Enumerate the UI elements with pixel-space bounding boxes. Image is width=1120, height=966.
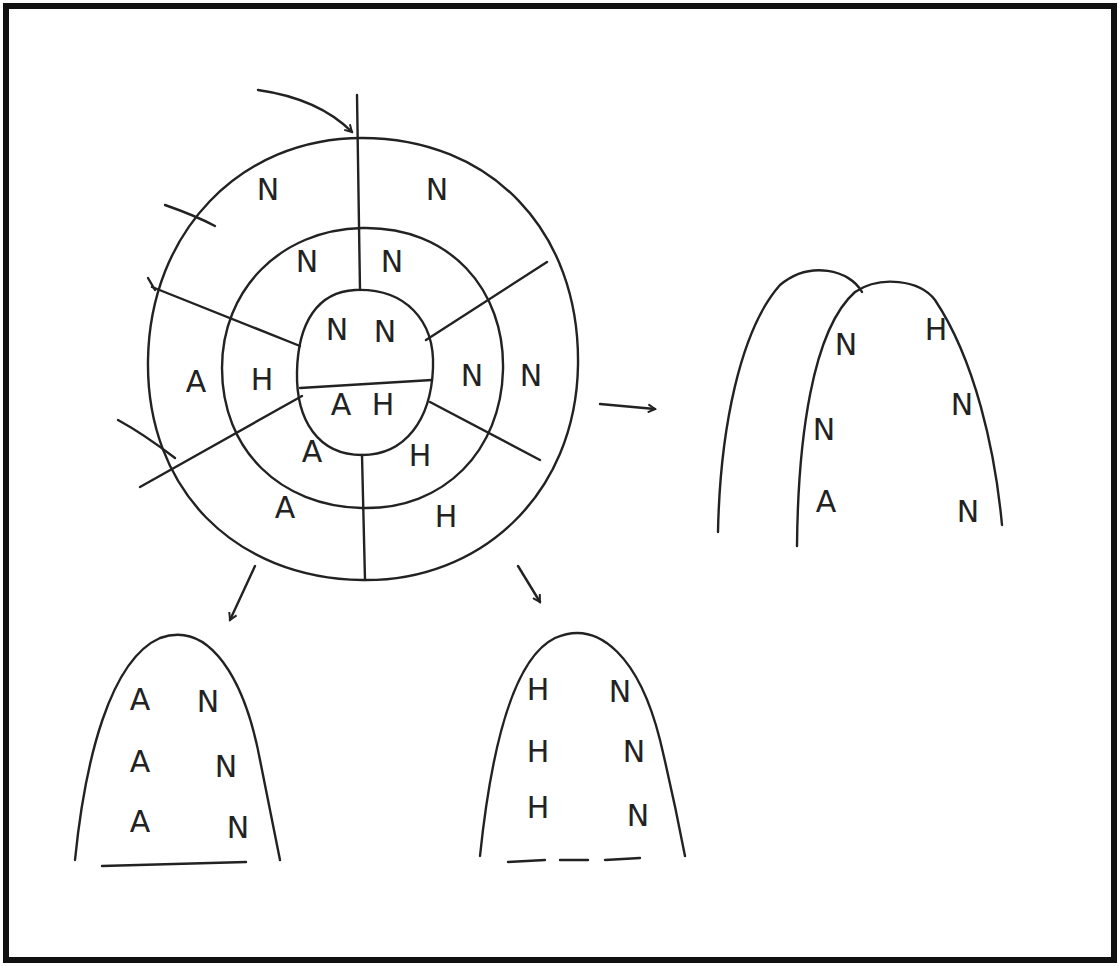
region-letter: N bbox=[957, 497, 979, 527]
region-letter: N bbox=[951, 390, 973, 420]
view-arrow bbox=[600, 404, 655, 409]
region-letter: H bbox=[435, 502, 458, 532]
lower-middle-arch bbox=[480, 633, 685, 856]
frame bbox=[6, 6, 1114, 960]
region-letter: A bbox=[816, 487, 837, 517]
region-letter: A bbox=[302, 437, 323, 467]
region-letter: N bbox=[197, 687, 219, 717]
region-letter: H bbox=[251, 365, 274, 395]
region-letter: A bbox=[186, 367, 207, 397]
region-letter: N bbox=[215, 752, 237, 782]
lower-left-arch bbox=[75, 635, 280, 860]
region-letter: N bbox=[813, 415, 835, 445]
baseline bbox=[102, 862, 246, 866]
region-letter: H bbox=[409, 441, 432, 471]
region-letter: H bbox=[372, 390, 395, 420]
region-letter: N bbox=[381, 247, 403, 277]
region-letter: H bbox=[527, 737, 550, 767]
region-letter: N bbox=[326, 315, 348, 345]
radial-line bbox=[140, 396, 302, 487]
region-letter: A bbox=[275, 493, 296, 523]
region-letter: H bbox=[925, 315, 948, 345]
view-arrow bbox=[518, 566, 540, 602]
inner-ring bbox=[297, 290, 433, 455]
region-letter: H bbox=[527, 675, 550, 705]
vertical-divider bbox=[357, 95, 365, 580]
region-letter: A bbox=[130, 747, 151, 777]
region-letter: N bbox=[257, 175, 279, 205]
pointer-stroke bbox=[148, 278, 155, 290]
region-letter: N bbox=[627, 801, 649, 831]
inner-divider bbox=[300, 380, 432, 388]
region-letter: N bbox=[296, 247, 318, 277]
region-letter: N bbox=[461, 361, 483, 391]
region-letter: N bbox=[623, 737, 645, 767]
region-letter: A bbox=[130, 807, 151, 837]
region-letter: N bbox=[374, 317, 396, 347]
region-letter: A bbox=[130, 685, 151, 715]
region-letter: N bbox=[520, 361, 542, 391]
pointer-stroke bbox=[118, 420, 175, 458]
radial-line bbox=[430, 402, 540, 460]
region-letter: N bbox=[609, 677, 631, 707]
pointer-stroke bbox=[165, 205, 215, 226]
radial-line bbox=[426, 262, 547, 340]
baseline bbox=[508, 858, 640, 862]
region-letter: A bbox=[331, 390, 352, 420]
radial-line bbox=[152, 287, 300, 346]
front-arch bbox=[797, 282, 1002, 546]
view-arrow bbox=[230, 566, 255, 620]
region-letter: N bbox=[227, 813, 249, 843]
region-letter: N bbox=[426, 175, 448, 205]
region-letter: N bbox=[835, 330, 857, 360]
pointer-stroke bbox=[258, 90, 352, 132]
region-letter: H bbox=[527, 793, 550, 823]
